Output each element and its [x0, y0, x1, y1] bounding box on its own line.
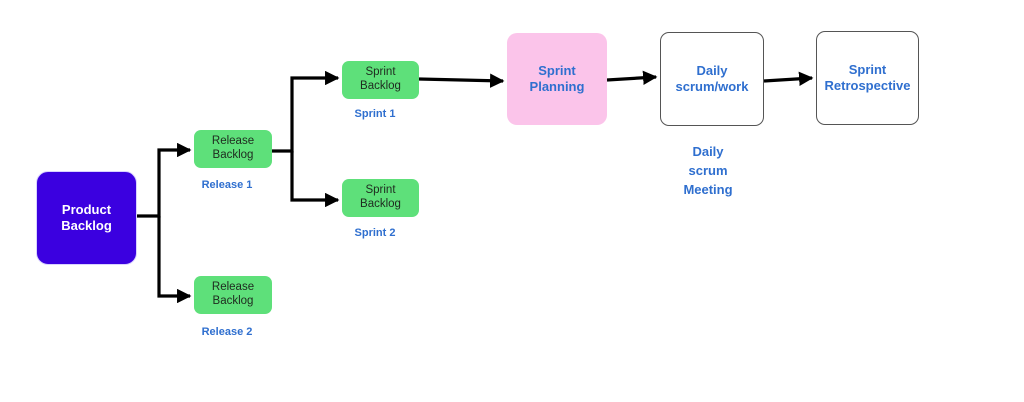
daily-scrum-work-node: Daily scrum/work — [660, 32, 764, 126]
release-backlog-1-line1: Release — [211, 135, 255, 148]
sprint-planning-node: Sprint Planning — [507, 33, 607, 125]
product-backlog-line1: Product — [61, 202, 112, 218]
sprint-backlog-2-line2: Backlog — [360, 198, 401, 210]
sprint-retrospective-line1: Sprint — [848, 62, 887, 78]
connector-product-to-release-1 — [137, 142, 192, 218]
sprint-2-caption: Sprint 2 — [354, 227, 396, 239]
sprint-planning-line2: Planning — [529, 79, 585, 94]
product-backlog-line2: Backlog — [61, 218, 112, 233]
connector-release-1-to-sprint-2 — [290, 151, 340, 208]
daily-scrum-meeting-caption: Daily scrum Meeting — [668, 143, 748, 200]
release-backlog-1-line2: Backlog — [212, 149, 254, 161]
sprint-backlog-1-line2: Backlog — [360, 80, 401, 92]
daily-scrum-work-line2: scrum/work — [675, 79, 749, 94]
connector-sprint-1-to-planning — [418, 73, 505, 88]
sprint-retrospective-line2: Retrospective — [824, 78, 911, 93]
sprint-backlog-2-node: Sprint Backlog — [342, 179, 419, 217]
daily-scrum-work-line1: Daily — [696, 63, 728, 79]
daily-meeting-line1: Daily — [692, 144, 724, 159]
release-backlog-1-node: Release Backlog — [194, 130, 272, 168]
connector-release-1-to-sprint-1 — [272, 70, 340, 153]
daily-meeting-line2: scrum — [688, 162, 728, 178]
sprint-retrospective-node: Sprint Retrospective — [816, 31, 919, 125]
connector-planning-to-daily — [606, 70, 658, 85]
product-backlog-node: Product Backlog — [36, 171, 137, 265]
daily-meeting-line3: Meeting — [683, 181, 733, 197]
release-backlog-2-line2: Backlog — [212, 295, 254, 307]
release-backlog-2-line1: Release — [211, 281, 255, 294]
release-2-caption: Release 2 — [201, 326, 253, 338]
sprint-backlog-1-line1: Sprint — [365, 66, 396, 79]
release-backlog-2-node: Release Backlog — [194, 276, 272, 314]
connector-daily-to-retrospective — [763, 71, 814, 86]
sprint-planning-line1: Sprint — [538, 63, 576, 79]
release-1-caption: Release 1 — [201, 179, 253, 191]
sprint-backlog-1-node: Sprint Backlog — [342, 61, 419, 99]
connector-product-to-release-2 — [157, 216, 192, 304]
sprint-1-caption: Sprint 1 — [354, 108, 396, 120]
sprint-backlog-2-line1: Sprint — [365, 184, 396, 197]
